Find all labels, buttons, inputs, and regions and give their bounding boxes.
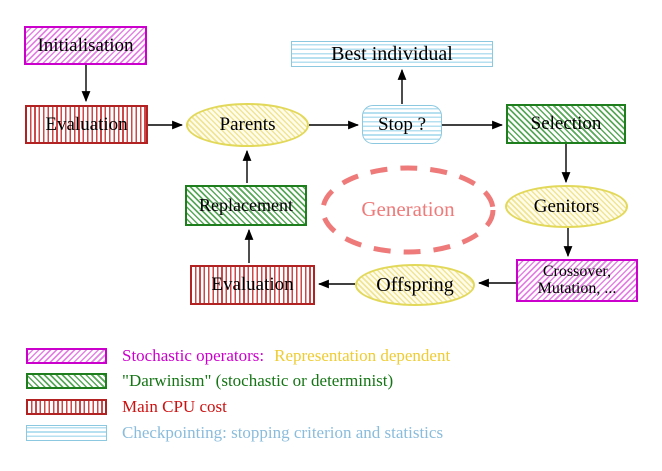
node-stop: Stop ? (362, 105, 442, 144)
node-evaluation-bottom: Evaluation (190, 265, 315, 305)
legend-stochastic-label: Stochastic operators: (122, 346, 265, 365)
legend-row-darwinism: "Darwinism" (stochastic or determinist) (26, 371, 393, 391)
legend-checkpointing-label: Checkpointing: stopping criterion and st… (122, 423, 444, 442)
legend-stochastic-note: Representation dependent (274, 346, 451, 365)
node-replacement-label: Replacement (199, 195, 293, 216)
node-parents-label: Parents (219, 114, 276, 136)
cyan-stripe-swatch (26, 425, 107, 441)
node-offspring-label: Offspring (376, 273, 454, 296)
node-evaluation-top: Evaluation (25, 105, 148, 144)
node-best-individual-label: Best individual (331, 42, 453, 65)
node-evaluation-top-label: Evaluation (45, 113, 128, 135)
node-initialisation-label: Initialisation (37, 34, 134, 56)
node-best-individual: Best individual (291, 41, 493, 67)
node-stop-label: Stop ? (377, 113, 427, 135)
node-crossover-line1: Crossover, (542, 262, 612, 280)
node-genitors-label: Genitors (533, 195, 600, 217)
legend-row-stochastic-operators: Stochastic operators: Representation dep… (26, 346, 450, 366)
node-genitors: Genitors (505, 185, 628, 228)
magenta-hatch-swatch (26, 348, 107, 364)
legend-row-cpu-cost: Main CPU cost (26, 397, 227, 417)
node-selection-label: Selection (530, 113, 602, 135)
legend-row-checkpointing: Checkpointing: stopping criterion and st… (26, 423, 443, 443)
node-selection: Selection (506, 104, 626, 144)
generation-label: Generation (361, 197, 455, 221)
node-crossover-mutation: Crossover, Mutation, ... (516, 259, 638, 302)
green-hatch-swatch (26, 373, 107, 389)
red-stripe-swatch (26, 399, 107, 415)
node-offspring: Offspring (355, 264, 475, 306)
node-crossover-line2: Mutation, ... (537, 279, 617, 297)
node-replacement: Replacement (185, 185, 307, 226)
legend-darwinism-label: "Darwinism" (stochastic or determinist) (122, 371, 394, 390)
legend-cpu-label: Main CPU cost (122, 397, 227, 416)
node-parents: Parents (186, 103, 309, 147)
node-evaluation-bottom-label: Evaluation (211, 274, 294, 296)
node-initialisation: Initialisation (24, 26, 147, 65)
generation-dashed-ellipse (320, 165, 496, 255)
